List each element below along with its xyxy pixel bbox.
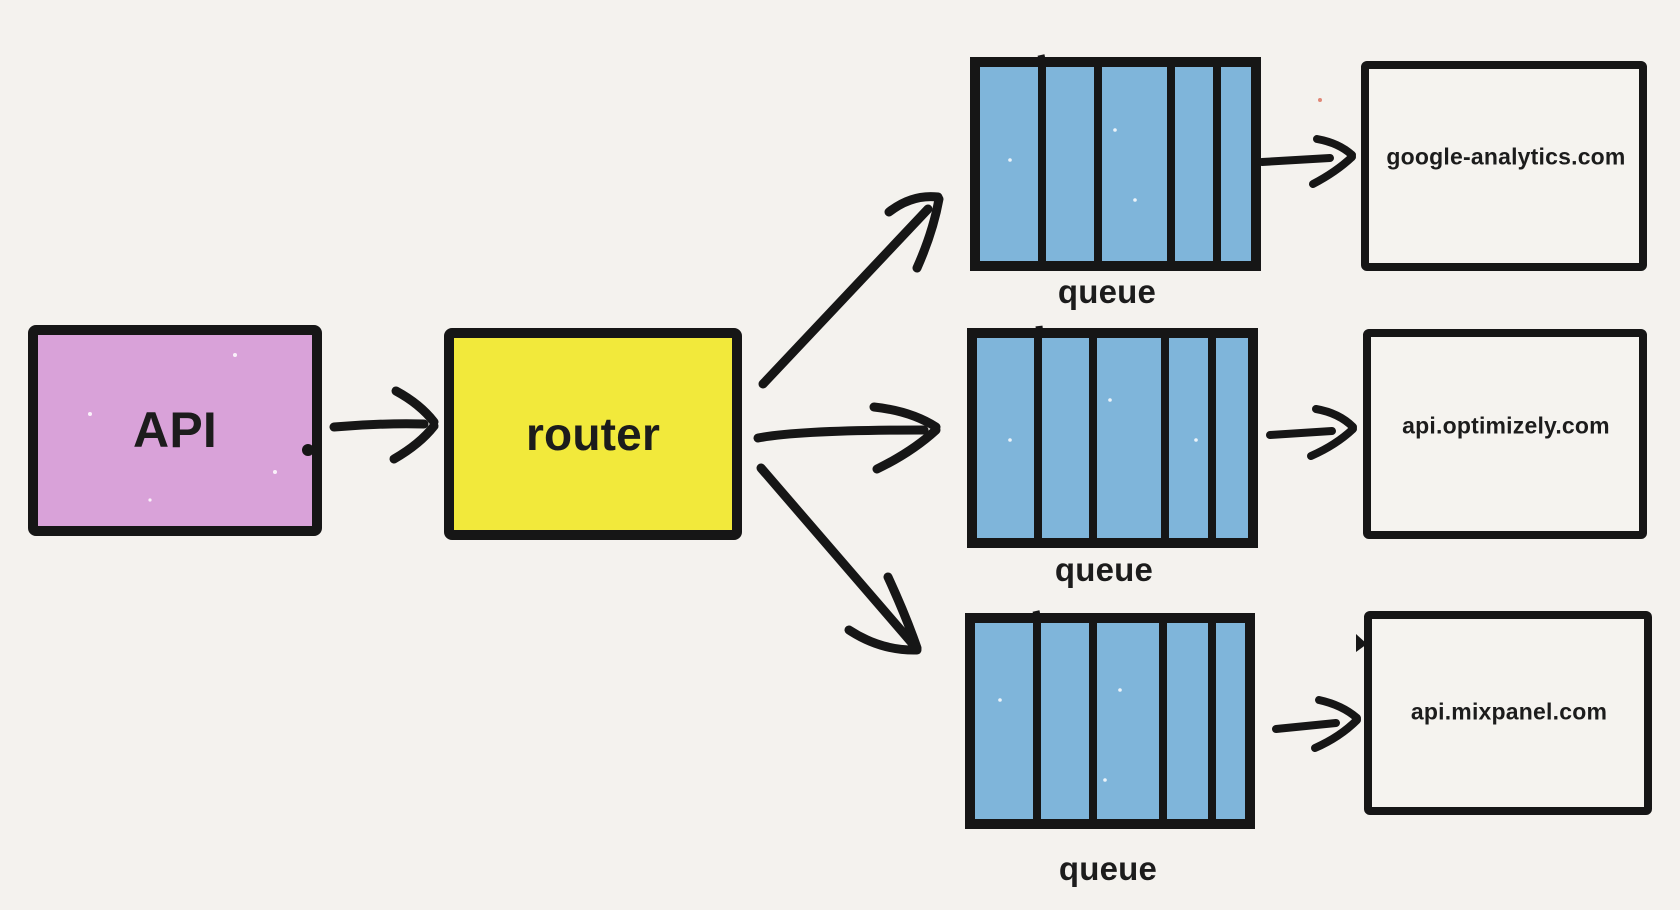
queue-3-label: queue [1058,850,1158,887]
arrow-api-to-router [329,386,439,464]
queue-2-box [967,328,1258,548]
destination-1-box [1361,61,1647,271]
queue-1-dividers [1038,66,1221,262]
destination-3-label: api.mixpanel.com [1410,698,1608,725]
router-node-label: router [525,408,661,460]
arrow-router-to-queue-3 [756,463,922,655]
queue-3-top-notch [1032,610,1042,621]
destination-3-border-ink-tick [1356,634,1367,652]
queue-2-top-notch [1035,325,1044,336]
queue-1-box [970,57,1261,271]
destination-3-box [1364,611,1652,815]
queue-3-dividers [1033,622,1216,820]
speckle-texture [88,128,1198,782]
queue-1-top-notch [1037,54,1047,65]
router-node [444,328,742,540]
api-node-label: API [133,402,217,458]
queue-3 [965,610,1255,829]
arrow-queue-3-to-destination-3 [1272,696,1361,752]
queue-2-dividers [1034,337,1216,539]
destination-2-label: api.optimizely.com [1402,412,1610,439]
arrow-queue-2-to-destination-2 [1266,405,1357,460]
arrow-router-to-queue-2 [753,402,941,474]
queue-1 [970,54,1261,271]
arrow-router-to-queue-1 [758,192,944,389]
api-border-ink-blot [302,444,314,456]
queue-2 [967,325,1258,548]
arrow-queue-1-to-destination-1 [1258,135,1356,188]
queue-2-label: queue [1054,551,1154,588]
queue-1-label: queue [1057,273,1157,310]
red-speckle [1318,98,1322,102]
queue-3-box [965,613,1255,829]
destination-1-label: google-analytics.com [1386,143,1626,170]
api-node [28,325,322,536]
destination-2-box [1363,329,1647,539]
